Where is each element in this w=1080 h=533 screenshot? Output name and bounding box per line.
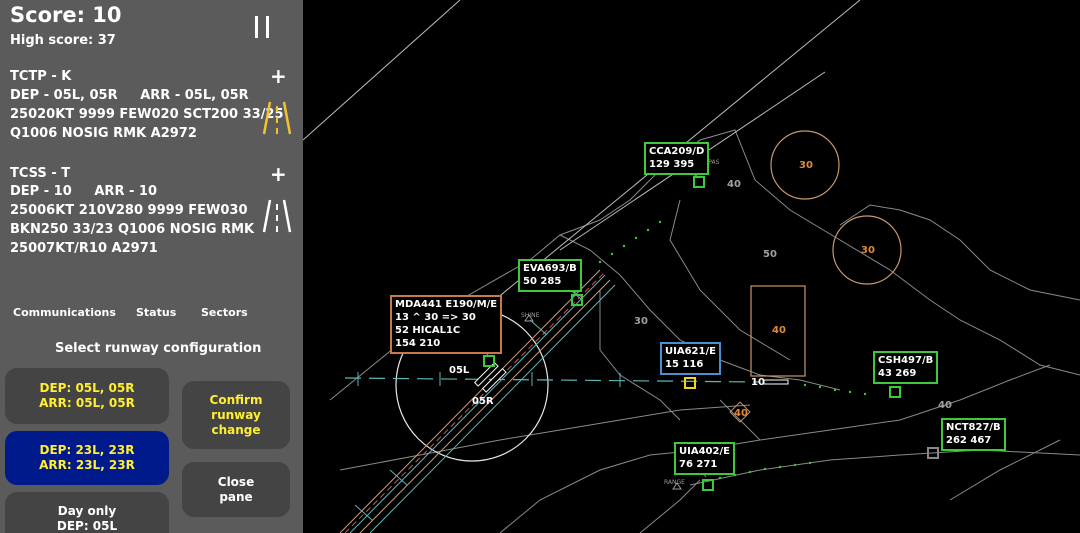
tab-status[interactable]: Status xyxy=(136,306,177,319)
pause-button[interactable] xyxy=(252,14,274,40)
side-panel: Score: 10 High score: 37 TCTP - K + DEP … xyxy=(0,0,303,533)
altitude-label: 30 xyxy=(634,316,648,327)
aircraft-icon[interactable] xyxy=(889,386,901,398)
airport-metar: Q1006 NOSIG RMK A2972 xyxy=(10,126,197,141)
altitude-label: 40 xyxy=(727,179,741,190)
aircraft-tag-csh497[interactable]: CSH497/B 43 269 xyxy=(873,351,939,384)
option-arr: DEP: 05L xyxy=(56,519,118,533)
aircraft-icon[interactable] xyxy=(693,176,705,188)
airport-runways: DEP - 05L, 05R ARR - 05L, 05R xyxy=(10,88,249,103)
altitude-label: 40 xyxy=(772,325,786,336)
option-dep: Day only xyxy=(57,504,117,518)
tab-sectors[interactable]: Sectors xyxy=(201,306,248,319)
airport-metar: 25007KT/R10 A2971 xyxy=(10,241,158,256)
close-pane-button[interactable]: Close pane xyxy=(182,462,290,517)
restricted-area xyxy=(770,130,840,200)
option-dep: DEP: 05L, 05R xyxy=(39,381,135,395)
aircraft-tag-eva693[interactable]: EVA693/B 50 285 xyxy=(518,259,582,292)
altitude-label: 30 xyxy=(861,245,875,256)
aircraft-icon[interactable] xyxy=(483,355,495,367)
pause-icon xyxy=(255,16,258,38)
altitude-label: 40 xyxy=(734,408,748,419)
aircraft-icon[interactable] xyxy=(684,377,696,389)
fix-label: RANGE xyxy=(664,479,685,486)
aircraft-icon[interactable] xyxy=(927,447,939,459)
aircraft-icon[interactable] xyxy=(571,294,583,306)
runway-pane-title: Select runway configuration xyxy=(55,341,262,356)
runway-label: 10 xyxy=(751,377,765,388)
airspace-line xyxy=(303,0,461,141)
altitude-label: 50 xyxy=(763,249,777,260)
fix-label: SHINE xyxy=(521,312,540,319)
airport-metar: 25020KT 9999 FEW020 SCT200 33/25 xyxy=(10,107,284,122)
airport-runways: DEP - 10 ARR - 10 xyxy=(10,184,157,199)
confirm-runway-change-button[interactable]: Confirm runway change xyxy=(182,381,290,449)
runway-option-05[interactable]: DEP: 05L, 05R ARR: 05L, 05R xyxy=(5,368,169,424)
airport-code: TCTP - K xyxy=(10,69,72,84)
airport-metar: 25006KT 210V280 9999 FEW030 xyxy=(10,203,248,218)
aircraft-tag-uia621[interactable]: UIA621/E 15 116 xyxy=(660,342,721,375)
altitude-label: 40 xyxy=(938,400,952,411)
airport-metar: BKN250 33/23 Q1006 NOSIG RMK xyxy=(10,222,255,237)
airport-code: TCSS - T xyxy=(10,166,71,181)
runway-icon[interactable] xyxy=(262,198,292,234)
aircraft-tag-cca209[interactable]: CCA209/D 129 395 xyxy=(644,142,710,175)
runway-icon[interactable] xyxy=(262,100,292,136)
runway-label: 05R xyxy=(472,396,494,407)
restricted-area xyxy=(832,215,902,285)
restricted-area xyxy=(750,285,806,377)
fix-label: ENPAS xyxy=(700,159,720,166)
option-dep: DEP: 23L, 23R xyxy=(39,443,135,457)
runway-option-day-only[interactable]: Day only DEP: 05L xyxy=(5,492,169,533)
aircraft-tag-uia402[interactable]: UIA402/E 76 271 xyxy=(674,442,735,475)
score-label: Score: 10 xyxy=(10,3,122,27)
runway-label: 05L xyxy=(449,365,470,376)
option-arr: ARR: 23L, 23R xyxy=(39,458,135,472)
option-arr: ARR: 05L, 05R xyxy=(39,396,135,410)
aircraft-tag-nct827[interactable]: NCT827/B 262 467 xyxy=(941,418,1006,451)
altitude-label: 30 xyxy=(799,160,813,171)
runway-10 xyxy=(763,379,789,385)
add-icon[interactable]: + xyxy=(270,64,287,88)
aircraft-icon[interactable] xyxy=(702,479,714,491)
add-icon[interactable]: + xyxy=(270,162,287,186)
high-score: High score: 37 xyxy=(10,33,116,48)
aircraft-tag-mda441[interactable]: MDA441 E190/M/E 13 ^ 30 => 30 52 HICAL1C… xyxy=(390,295,503,354)
runway-option-23[interactable]: DEP: 23L, 23R ARR: 23L, 23R xyxy=(5,431,169,485)
tab-communications[interactable]: Communications xyxy=(13,306,116,319)
